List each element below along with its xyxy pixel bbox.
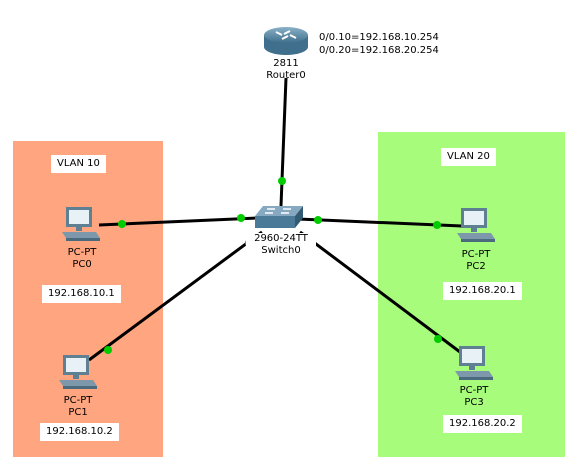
switch-model: 2960-24TT bbox=[254, 233, 308, 244]
pc-name: PC0 bbox=[72, 259, 92, 270]
pc-node[interactable] bbox=[57, 354, 97, 392]
pc2-ip: 192.168.20.1 bbox=[443, 282, 522, 300]
router-model: 2811 bbox=[273, 58, 299, 69]
pc-icon bbox=[457, 208, 495, 242]
link-up-dot bbox=[433, 221, 441, 229]
router-subinterface-note: 0/0.10=192.168.10.254 0/0.20=192.168.20.… bbox=[319, 31, 439, 57]
pc-name: PC1 bbox=[68, 407, 88, 418]
pc0-label: PC-PT PC0 bbox=[52, 247, 112, 271]
pc-icon bbox=[455, 346, 493, 380]
link-switch-pc3[interactable] bbox=[299, 230, 461, 354]
pc-type: PC-PT bbox=[461, 249, 491, 260]
router-label: 2811 Router0 bbox=[256, 58, 316, 82]
pc3-label: PC-PT PC3 bbox=[444, 385, 504, 409]
pc-icon bbox=[59, 355, 97, 389]
vlan10-label: VLAN 10 bbox=[51, 155, 106, 173]
link-up-dot bbox=[237, 214, 245, 222]
switch-node[interactable] bbox=[253, 204, 305, 230]
pc-type: PC-PT bbox=[63, 395, 93, 406]
pc-node[interactable] bbox=[453, 345, 493, 383]
pc-type: PC-PT bbox=[67, 247, 97, 258]
link-up-dot bbox=[314, 216, 322, 224]
switch-name: Switch0 bbox=[261, 245, 301, 256]
pc-name: PC2 bbox=[466, 261, 486, 272]
router-name: Router0 bbox=[266, 70, 306, 81]
router-node[interactable] bbox=[262, 25, 310, 57]
pc-icon bbox=[62, 207, 100, 241]
pc2-label: PC-PT PC2 bbox=[446, 249, 506, 273]
link-up-dot bbox=[434, 335, 442, 343]
link-switch-pc1[interactable] bbox=[88, 230, 263, 362]
link-up-dot bbox=[104, 346, 112, 354]
pc-name: PC3 bbox=[464, 397, 484, 408]
pc0-ip: 192.168.10.1 bbox=[42, 285, 121, 303]
pc-type: PC-PT bbox=[459, 385, 489, 396]
vlan20-label: VLAN 20 bbox=[441, 148, 496, 166]
pc-node[interactable] bbox=[60, 206, 100, 244]
pc1-ip: 192.168.10.2 bbox=[40, 423, 119, 441]
link-up-dot bbox=[118, 220, 126, 228]
router-icon bbox=[264, 27, 308, 55]
subinterface-line: 0/0.20=192.168.20.254 bbox=[319, 45, 439, 56]
switch-icon bbox=[255, 206, 303, 228]
link-router-switch[interactable] bbox=[279, 77, 288, 207]
pc-node[interactable] bbox=[455, 207, 495, 245]
link-up-dot bbox=[278, 177, 286, 185]
switch-label: 2960-24TT Switch0 bbox=[246, 233, 316, 257]
pc3-ip: 192.168.20.2 bbox=[443, 415, 522, 433]
pc1-label: PC-PT PC1 bbox=[48, 395, 108, 419]
subinterface-line: 0/0.10=192.168.10.254 bbox=[319, 32, 439, 43]
